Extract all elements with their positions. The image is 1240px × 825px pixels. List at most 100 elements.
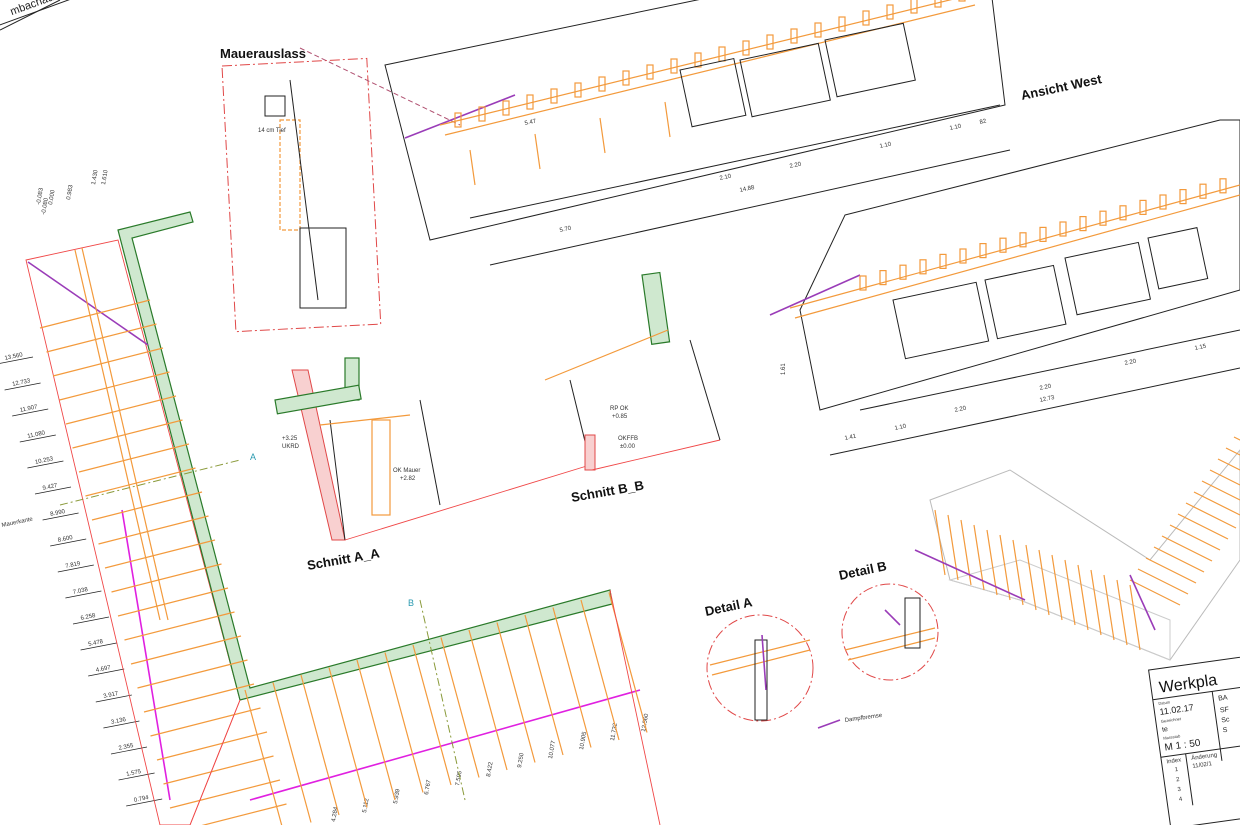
elevation-label: 11.080 (27, 430, 46, 440)
mauerkante-label: Mauerkante (1, 516, 34, 529)
level-label: RP OK (610, 406, 629, 412)
rafter (1177, 513, 1229, 540)
rafter-end (958, 0, 966, 2)
scale-label: Massstab (1163, 733, 1181, 740)
elevation-label: 12.560 (641, 713, 650, 733)
title-block-row: Sc (1221, 716, 1231, 724)
rafter-end (550, 88, 558, 104)
elevation-label: -0.083 (36, 187, 45, 205)
rafter (143, 683, 255, 713)
rafter (1161, 535, 1213, 562)
title-block-row: S (1222, 727, 1228, 735)
rafter (85, 467, 196, 497)
title-block: Werkpla BA SF Sc S Datum 11.02.17 Gezeic… (1148, 652, 1240, 825)
elevation-label: 6.767 (424, 779, 433, 795)
level-label: OK Mauer (393, 468, 420, 474)
rafter-end (1059, 221, 1067, 237)
rafter-end (742, 40, 750, 56)
rafter (1129, 584, 1141, 651)
rafter (169, 779, 281, 809)
elevation-label: -0.080 (41, 197, 50, 215)
rafter-end (979, 243, 987, 259)
index-entry: 2 (1176, 777, 1181, 783)
rafter-end (1219, 178, 1227, 194)
index-entry: 4 (1179, 797, 1184, 803)
rafter (580, 599, 620, 741)
dimension: 2.20 (1039, 384, 1052, 392)
rafter (1169, 524, 1221, 551)
elevation-label: 8.600 (57, 535, 74, 544)
elevation-label: 1.430 (91, 169, 100, 185)
mauerauslass-title: Mauerauslass (220, 46, 306, 61)
rafter (78, 443, 190, 473)
elevation-label: 8.422 (486, 761, 495, 777)
rafter (1051, 554, 1063, 621)
rafter (1217, 458, 1240, 471)
rafter (65, 395, 177, 425)
elevation-labels-left: 13.56012.73311.90711.08010.2539.4278.990… (0, 352, 163, 807)
rafter (524, 614, 564, 756)
rafter-end (766, 34, 774, 50)
rafter (1209, 469, 1240, 486)
title-block-title: Werkpla (1158, 672, 1218, 697)
drawn-label: Gezeichnet (1161, 716, 1183, 724)
rafter (46, 323, 157, 353)
dampfbremse-legend: Dampfbremse (844, 713, 883, 724)
elevation-label: 11.907 (19, 404, 38, 414)
index-entry: 1 (1174, 767, 1179, 773)
rafter-end (598, 76, 606, 92)
rafter (98, 515, 209, 545)
index-header: Index (1166, 757, 1181, 765)
rafter-end (790, 28, 798, 44)
rafter (552, 607, 592, 748)
rafter-end (934, 0, 942, 8)
elevation-second: 1.41 1.10 2.20 2.20 12.73 2.20 1.15 1.61 (769, 119, 1240, 456)
elevation-label: 7.595 (455, 770, 464, 786)
dimension: 82 (979, 119, 987, 126)
elevation-label: 0.000 (48, 189, 57, 205)
rafter-end (526, 94, 534, 110)
rafter (986, 529, 998, 596)
level-label: +3.25 (282, 436, 298, 442)
dimension: 1.10 (879, 142, 892, 150)
dimension: 1.10 (894, 424, 907, 432)
level-label: +0.85 (612, 414, 628, 420)
rafter-end (838, 16, 846, 32)
dimension: 1.15 (1194, 344, 1207, 352)
dimension: 5.70 (559, 226, 572, 234)
elevation-label: 7.038 (73, 587, 90, 596)
rafter (244, 689, 283, 825)
dimension: 12.73 (1039, 395, 1056, 404)
rafter (1129, 579, 1181, 606)
rafter (1193, 491, 1240, 516)
date-value: 11.02.17 (1159, 702, 1194, 717)
rafter-end (886, 4, 894, 20)
roof-floor-plan: A B (25, 211, 661, 825)
rafter (272, 682, 312, 823)
rafter-end (670, 58, 678, 74)
rafter (1116, 579, 1128, 646)
schnitt-bb-title: Schnitt B_B (570, 477, 645, 505)
elevation-label: 0.794 (133, 795, 150, 804)
rafter-end (879, 270, 887, 286)
rafter (39, 299, 151, 329)
dimension: 5.47 (524, 119, 537, 127)
dimension: 1.61 (781, 363, 787, 375)
rafter (91, 491, 203, 521)
rafter-end (919, 259, 927, 275)
rafter-end (1079, 216, 1087, 232)
dimension: 2.20 (954, 406, 967, 414)
rafter (1064, 559, 1076, 626)
rafter (111, 563, 222, 593)
detail-b-title: Detail B (838, 558, 888, 583)
detail-a-title: Detail A (704, 594, 755, 619)
section-b-b: RP OK +0.85 OKFFB ±0.00 Schnitt B_B (544, 271, 721, 505)
rafter (1025, 544, 1037, 611)
elevation-label: 11.732 (610, 722, 619, 741)
rafter (328, 667, 368, 808)
rafter (412, 644, 452, 786)
dimension: 2.20 (789, 162, 802, 170)
rafter-end (478, 106, 486, 122)
schnitt-aa-title: Schnitt A_A (306, 545, 381, 573)
rafter (104, 539, 216, 569)
